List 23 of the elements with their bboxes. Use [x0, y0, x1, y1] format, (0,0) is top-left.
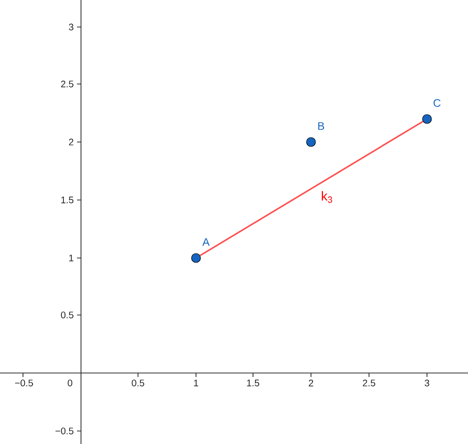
tick-label: 0 — [68, 380, 72, 386]
tick-label: 1 — [69, 254, 74, 262]
tick-label: 2.5 — [61, 80, 74, 88]
tick-label: 2 — [69, 138, 74, 146]
tick-label: 1.5 — [247, 380, 260, 386]
tick-label: 3 — [68, 24, 74, 30]
tick-label: 0.5 — [60, 312, 74, 318]
tick-label: 2.5 — [362, 380, 376, 386]
tick-label: −0.5 — [56, 428, 74, 434]
tick-label: 1 — [194, 380, 198, 386]
line-segment — [200, 120, 424, 256]
node-label: A — [202, 238, 210, 246]
tick-label: 2 — [308, 380, 314, 386]
labelled-point: B — [306, 122, 324, 147]
segment-label: k$_{3}$ — [322, 191, 332, 203]
tick-label: −0.5 — [15, 380, 33, 386]
node-label: C — [434, 99, 441, 107]
tick-label: 1.5 — [61, 196, 74, 204]
node-label: B — [318, 122, 324, 130]
labelled-point: C — [422, 99, 441, 124]
tick-label: 3 — [424, 380, 430, 386]
labelled-point: A — [191, 238, 210, 263]
tick-label: 0.5 — [132, 380, 144, 386]
